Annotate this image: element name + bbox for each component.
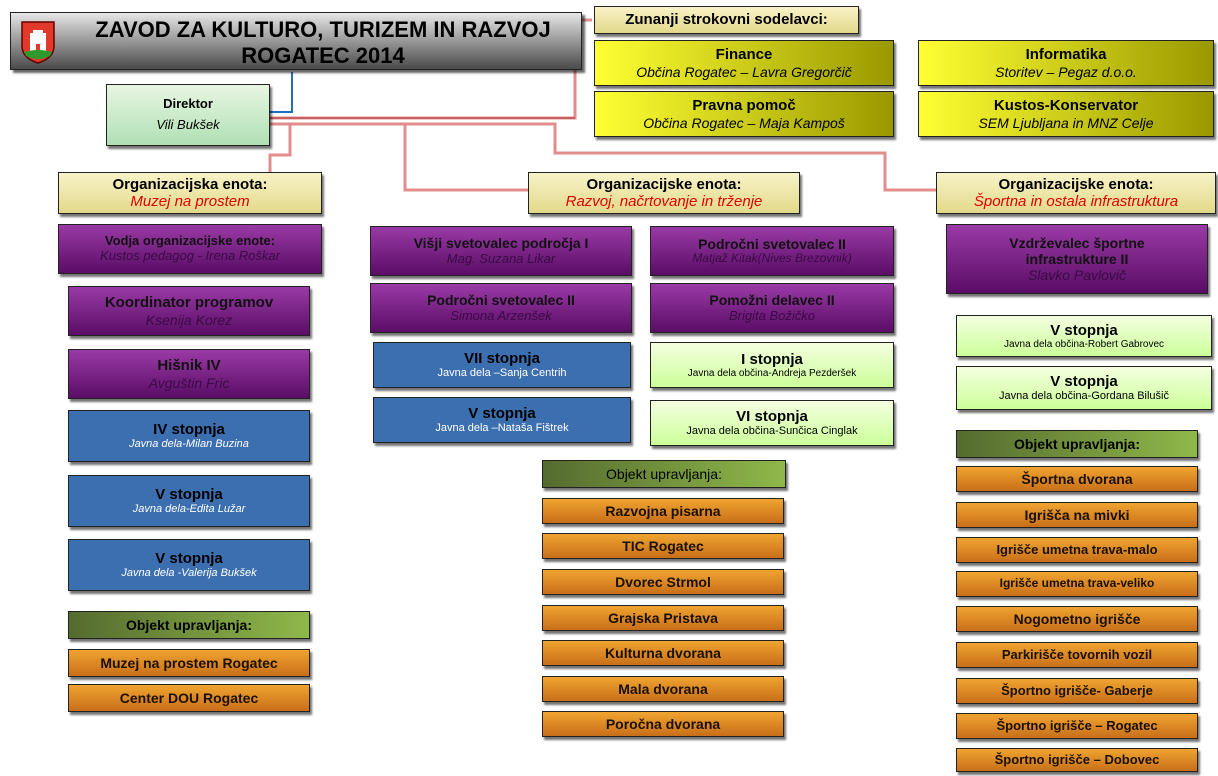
staff-box: Hišnik IV Avguštin Fric — [68, 349, 310, 399]
object-box: Kulturna dvorana — [542, 640, 784, 666]
object-box: Igrišča na mivki — [956, 502, 1198, 528]
object-box: Igrišče umetna trava-malo — [956, 537, 1198, 563]
object-box: Mala dvorana — [542, 676, 784, 702]
object-box: Igrišče umetna trava-veliko — [956, 571, 1198, 597]
staff-box: Področni svetovalec II Matjaž Kitak(Nive… — [650, 226, 894, 276]
public-works-box: IV stopnja Javna dela-Milan Buzina — [68, 410, 310, 462]
public-works-box: V stopnja Javna dela -Valerija Bukšek — [68, 539, 310, 591]
external-finance: Finance Občina Rogatec – Lavra Gregorčič — [594, 40, 894, 86]
staff-box: Pomožni delavec II Brigita Božičko — [650, 283, 894, 333]
staff-box: Vzdrževalec športne infrastrukture II Sl… — [946, 224, 1208, 294]
staff-box: Višji svetovalec področja I Mag. Suzana … — [370, 226, 632, 276]
object-box: Poročna dvorana — [542, 711, 784, 737]
objects-header: Objekt upravljanja: — [956, 430, 1198, 458]
object-box: Center DOU Rogatec — [68, 684, 310, 712]
objects-header: Objekt upravljanja: — [68, 611, 310, 639]
public-works-box: V stopnja Javna dela občina-Gordana Bilu… — [956, 366, 1212, 410]
director-name: Vili Bukšek — [156, 117, 220, 132]
external-informatika: Informatika Storitev – Pegaz d.o.o. — [918, 40, 1214, 86]
object-box: Muzej na prostem Rogatec — [68, 649, 310, 677]
staff-box: Področni svetovalec II Simona Arzenšek — [370, 283, 632, 333]
director-title: Direktor — [163, 96, 213, 112]
staff-box: Koordinator programov Ksenija Korez — [68, 286, 310, 336]
public-works-box: VII stopnja Javna dela –Sanja Centrih — [373, 342, 631, 388]
object-box: Razvojna pisarna — [542, 498, 784, 524]
staff-box: Vodja organizacijske enote: Kustos pedag… — [58, 224, 322, 274]
public-works-box: VI stopnja Javna dela občina-Sunčica Cin… — [650, 400, 894, 446]
public-works-box: V stopnja Javna dela občina-Robert Gabro… — [956, 315, 1212, 357]
object-box: Grajska Pristava — [542, 605, 784, 631]
page-title: ZAVOD ZA KULTURO, TURIZEM IN RAZVOJ ROGA… — [10, 12, 582, 70]
external-kustos: Kustos-Konservator SEM Ljubljana in MNZ … — [918, 91, 1214, 137]
external-header: Zunanji strokovni sodelavci: — [594, 6, 859, 34]
page-title-text: ZAVOD ZA KULTURO, TURIZEM IN RAZVOJ ROGA… — [95, 17, 551, 68]
director-box: Direktor Vili Bukšek — [106, 84, 270, 146]
public-works-box: V stopnja Javna dela-Edita Lužar — [68, 475, 310, 527]
object-box: Športno igrišče – Dobovec — [956, 748, 1198, 772]
public-works-box: V stopnja Javna dela –Nataša Fištrek — [373, 397, 631, 443]
unit-sport: Organizacijske enota: Športna in ostala … — [936, 172, 1216, 214]
unit-razvoj: Organizacijske enota: Razvoj, načrtovanj… — [528, 172, 800, 214]
unit-muzej: Organizacijska enota: Muzej na prostem — [58, 172, 322, 214]
object-box: Parkirišče tovornih vozil — [956, 642, 1198, 668]
object-box: Nogometno igrišče — [956, 606, 1198, 632]
public-works-box: I stopnja Javna dela občina-Andreja Pezd… — [650, 342, 894, 388]
objects-header: Objekt upravljanja: — [542, 460, 786, 488]
object-box: Dvorec Strmol — [542, 569, 784, 595]
object-box: Športna dvorana — [956, 466, 1198, 492]
object-box: Športno igrišče- Gaberje — [956, 678, 1198, 704]
external-pravna-pomoc: Pravna pomoč Občina Rogatec – Maja Kampo… — [594, 91, 894, 137]
object-box: TIC Rogatec — [542, 533, 784, 559]
coat-of-arms-icon — [21, 21, 55, 64]
object-box: Športno igrišče – Rogatec — [956, 713, 1198, 739]
